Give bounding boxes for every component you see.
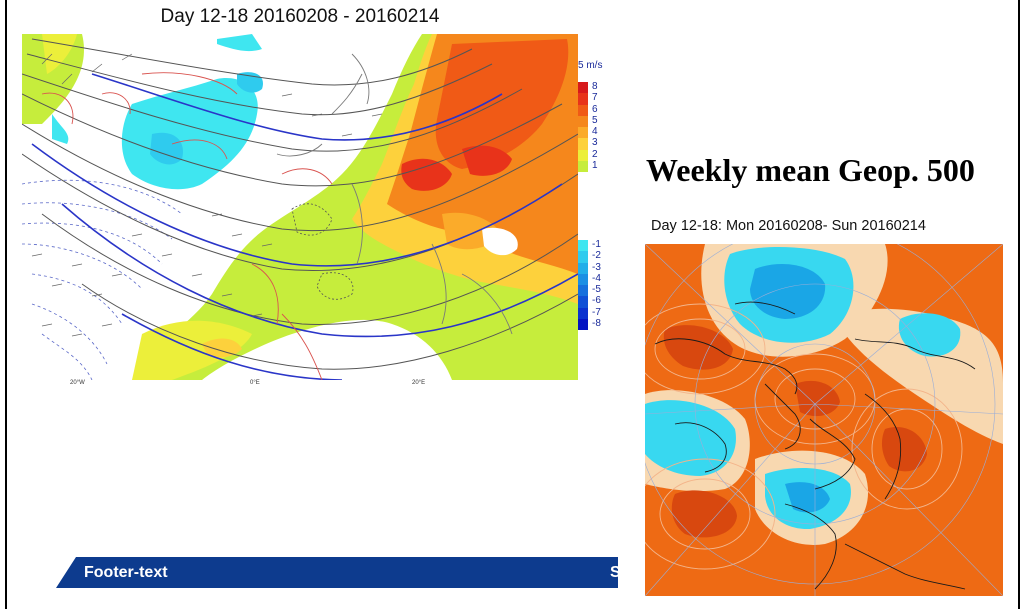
legend-negative-value: -6 — [592, 295, 601, 307]
legend-positive-row: 8 — [578, 81, 620, 94]
negative-anomaly-core — [785, 482, 830, 513]
legend-positive-swatch — [578, 93, 588, 105]
legend-positive-value: 3 — [592, 137, 598, 149]
legend-negative-row: -3 — [578, 261, 620, 274]
lon-label-20e: 20°E — [412, 380, 426, 386]
legend-positive-value: 6 — [592, 103, 598, 115]
legend-positive-row: 5 — [578, 114, 620, 128]
legend-positive-row: 2 — [578, 148, 620, 162]
map1-longitude-ticks: 20°W 0°E 20°E — [22, 380, 578, 392]
lon-label-20w: 20°W — [70, 380, 85, 386]
legend-negative-swatch — [578, 251, 588, 263]
map2-subtitle: Day 12-18: Mon 20160208- Sun 20160214 — [651, 218, 926, 234]
negative-anomaly-core — [770, 277, 803, 305]
negative-anomaly-area — [898, 313, 961, 357]
legend-negative-row: -6 — [578, 295, 620, 308]
legend-negative-row: -2 — [578, 250, 620, 263]
legend-positive-value: 7 — [592, 92, 598, 104]
wind-anomaly-map-svg — [22, 34, 578, 380]
map2-heading: Weekly mean Geop. 500 — [646, 152, 975, 188]
legend-negative-swatch — [578, 319, 588, 331]
legend-positive-row: 4 — [578, 126, 620, 139]
positive-anomaly-core — [881, 426, 927, 472]
legend-negative-value: -2 — [592, 250, 601, 262]
positive-anomaly-core — [671, 490, 737, 538]
legend-unit: 5 m/s — [578, 60, 603, 71]
geopotential-map-svg — [645, 244, 1003, 596]
legend-negative-swatch — [578, 262, 588, 274]
legend-negative-value: -5 — [592, 284, 601, 296]
legend-negative-value: -7 — [592, 306, 601, 318]
legend-positive-row: 3 — [578, 137, 620, 150]
legend-positive-row: 6 — [578, 103, 620, 116]
legend-negative-value: -4 — [592, 272, 601, 284]
legend-positive-swatch — [578, 161, 588, 173]
slide-left-border — [5, 0, 7, 609]
geopotential-anomaly-map — [645, 244, 1003, 596]
legend-negative-row: -7 — [578, 306, 620, 320]
legend-positive-swatch — [578, 104, 588, 116]
legend-positive-value: 4 — [592, 126, 598, 138]
legend-negative-swatch — [578, 285, 588, 297]
legend-positive-swatch — [578, 138, 588, 150]
legend-negative: -1-2-3-4-5-6-7-8 — [578, 239, 620, 331]
legend-positive-swatch — [578, 82, 588, 94]
legend-positive-row: 1 — [578, 160, 620, 173]
legend-negative-value: -1 — [592, 239, 601, 250]
legend-negative-value: -3 — [592, 261, 601, 273]
positive-anomaly-core — [795, 380, 840, 417]
slide-right-border — [1018, 0, 1020, 609]
legend-positive-value: 8 — [592, 81, 598, 92]
legend-negative-row: -1 — [578, 239, 620, 252]
legend-positive-swatch — [578, 127, 588, 139]
legend-positive-value: 1 — [592, 160, 598, 172]
legend-negative-swatch — [578, 240, 588, 252]
negative-anomaly-area — [645, 400, 736, 476]
footer-bar — [56, 557, 618, 588]
legend-negative-row: -4 — [578, 272, 620, 286]
legend-negative-value: -8 — [592, 318, 601, 330]
legend-positive-value: 5 — [592, 114, 598, 126]
footer-extra-text: S — [610, 564, 621, 581]
legend-negative-swatch — [578, 296, 588, 308]
legend-positive-row: 7 — [578, 92, 620, 105]
wind-anomaly-map — [22, 34, 578, 380]
legend-positive-swatch — [578, 115, 588, 128]
lon-label-0e: 0°E — [250, 380, 260, 386]
legend-negative-swatch — [578, 273, 588, 286]
map1-title: Day 12-18 20160208 - 20160214 — [160, 6, 440, 27]
legend-positive-swatch — [578, 149, 588, 162]
legend-positive-value: 2 — [592, 148, 598, 160]
legend-negative-row: -8 — [578, 318, 620, 331]
legend-negative-row: -5 — [578, 284, 620, 297]
legend-negative-swatch — [578, 307, 588, 320]
footer-text: Footer-text — [84, 564, 168, 581]
neutral-area — [845, 308, 1003, 444]
